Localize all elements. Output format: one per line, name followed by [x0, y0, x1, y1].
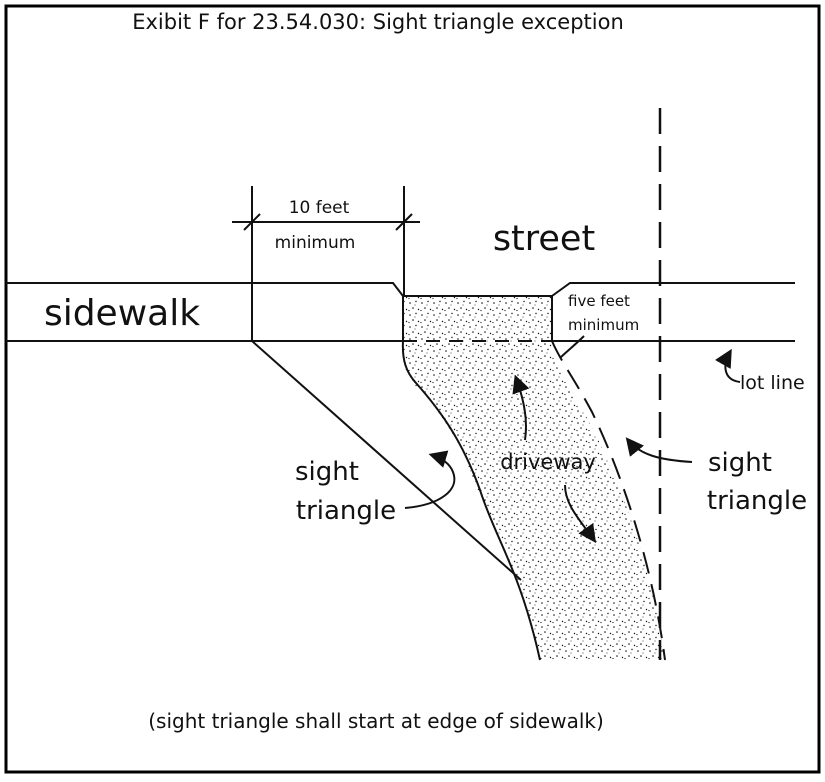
sight-triangle-right-label-line2: triangle: [707, 486, 807, 516]
dimension-label-top: 10 feet: [289, 198, 350, 218]
sight-triangle-left-hypotenuse: [251, 340, 522, 581]
street-label: street: [493, 219, 595, 259]
sight-triangle-left-label-line1: sight: [295, 457, 359, 487]
driveway-right-edge: [551, 340, 666, 661]
sidewalk-top-edge-left: [6, 282, 404, 297]
five-feet-label-top: five feet: [568, 292, 630, 310]
sight-triangle-right-arrow: [625, 437, 693, 463]
sight-triangle-left-label-line2: triangle: [296, 496, 396, 526]
dimension-label-bottom: minimum: [275, 233, 356, 253]
exhibit-title: Exibit F for 23.54.030: Sight triangle e…: [132, 10, 624, 34]
lot-line-leader-arrow: [715, 348, 741, 383]
sidewalk-top-edge-right: [551, 282, 795, 297]
exhibit-border: [4, 4, 821, 774]
footnote: (sight triangle shall start at edge of s…: [148, 709, 604, 733]
driveway-label: driveway: [500, 450, 596, 474]
sidewalk-label: sidewalk: [44, 293, 200, 334]
five-feet-leader: [559, 335, 585, 359]
dimension-tick-right: [395, 213, 413, 231]
dimension-tick-left: [243, 213, 261, 231]
sight-triangle-left-arrow: [404, 450, 456, 509]
driveway-arrow-up: [512, 374, 530, 441]
driveway-arrow-down: [564, 484, 597, 543]
five-feet-label-bottom: minimum: [568, 316, 639, 334]
lot-line-label: lot line: [740, 372, 805, 394]
sight-triangle-right-label-line1: sight: [708, 448, 772, 478]
driveway-area: [402, 296, 665, 660]
